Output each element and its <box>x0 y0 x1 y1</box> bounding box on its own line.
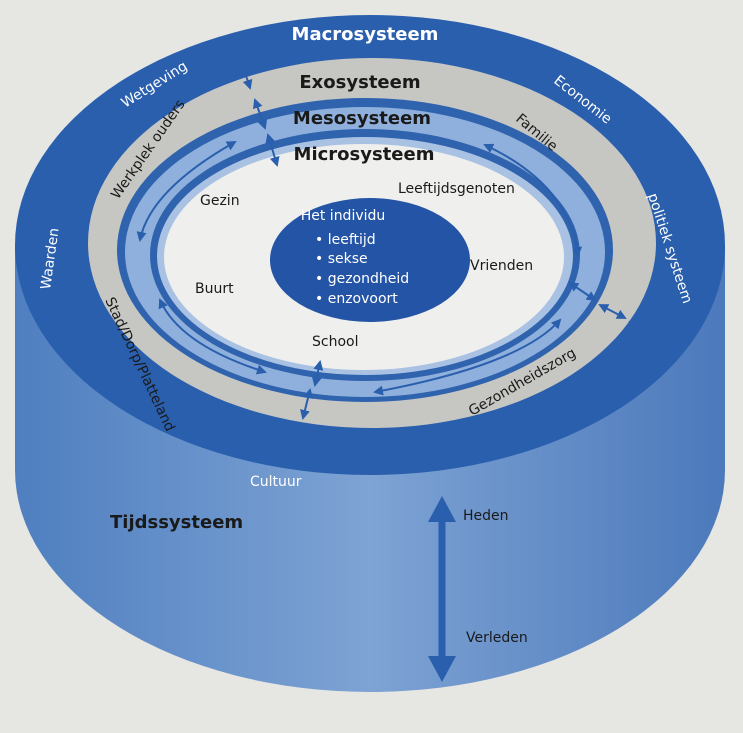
macro-cultuur: Cultuur <box>250 474 302 490</box>
individual-item: • sekse <box>315 251 368 267</box>
exo-title: Exosysteem <box>299 72 420 93</box>
individual-ellipse <box>270 198 470 322</box>
macro-title: Macrosysteem <box>292 24 439 45</box>
time-title: Tijdssysteem <box>110 512 243 533</box>
micro-buurt: Buurt <box>195 281 234 297</box>
micro-gezin: Gezin <box>200 193 240 209</box>
individual-item: • leeftijd <box>315 232 376 248</box>
interaction-arrows <box>136 43 654 464</box>
micro-school: School <box>312 334 358 350</box>
micro-title: Microsysteem <box>294 144 435 165</box>
individual-item: • gezondheid <box>315 271 409 287</box>
micro-vrienden: Vrienden <box>470 258 533 274</box>
time-arrow <box>428 496 456 682</box>
time-verleden: Verleden <box>466 630 528 646</box>
individual-item: • enzovoort <box>315 291 398 307</box>
time-heden: Heden <box>463 508 509 524</box>
individual-title: Het individu <box>301 208 386 224</box>
micro-leeftijdsgenoten: Leeftijdsgenoten <box>398 181 515 197</box>
meso-title: Mesosysteem <box>293 108 431 129</box>
